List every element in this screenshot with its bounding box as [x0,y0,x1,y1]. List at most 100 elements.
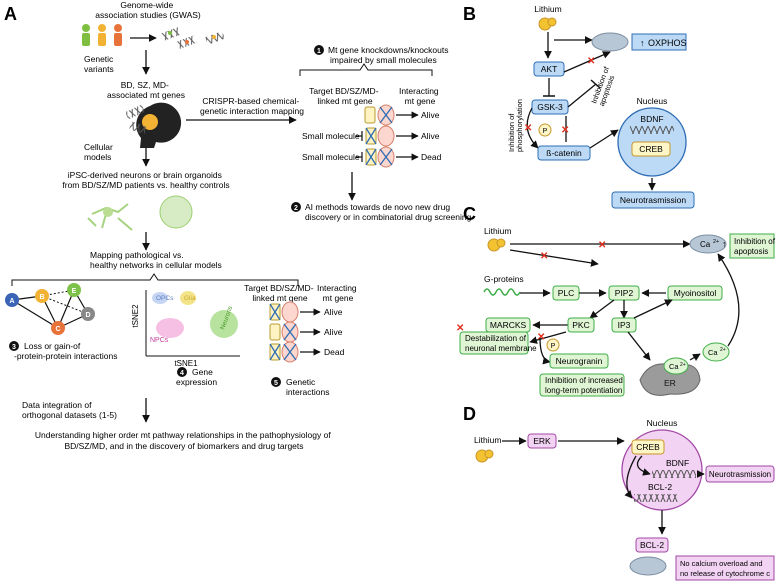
d-bcl2-mito-box [635,537,669,553]
neurogranin-box [549,353,609,369]
outcome-alive: Alive [324,307,343,317]
small-molecule-label: Small molecule [302,131,360,141]
d-bdnf-dna-icon [652,470,696,478]
mt-genes-label: BD, SZ, MD- associated mt genes [107,80,185,100]
ip3-label: IP3 [618,320,631,330]
inhibit-x-mark: ✕ [456,323,464,334]
brain-head-icon [125,102,182,148]
step1-badge [314,45,324,55]
gene-pair-row-1: Alive [364,104,440,126]
genetic-row-3: Dead [269,341,345,363]
gene-pair-row-2: Small molecule Alive [302,125,440,147]
conclusion-label: Understanding higher order mt pathway re… [35,430,333,451]
no-calcium-label: No calcium overload and no release of cy… [680,559,770,578]
step5-number: 5 [274,380,278,387]
neurogranin-label: Neurogranin [556,356,603,366]
d-mitochondria-icon [629,556,667,576]
step1-label: Mt gene knockdowns/knockouts impaired by… [328,45,451,65]
node-d: D [85,312,90,319]
dna-variants-icon [161,27,225,49]
c-inhibition-apoptosis-label: Inhibition of apoptosis [734,237,777,256]
tsne-plot: OPCs Glia Neurons NPCs [145,290,240,357]
cluster-opcs: OPCs [156,295,174,302]
ip3-box [611,317,637,333]
phospho-label: P [543,128,548,135]
b-dna-icon [630,126,674,134]
mapping-brace [11,273,299,286]
b-neurotransmission-label: Neurotrasmission [620,195,686,205]
outcome-alive: Alive [421,131,440,141]
node-b: B [39,294,44,301]
d-bcl2-mito-label: BCL-2 [640,540,664,550]
gsk3-label: GSK-3 [537,102,563,112]
pkc-label: PKC [572,320,589,330]
marcks-label: MARCKS [490,320,527,330]
ppi-network: A B C D E [5,283,95,335]
c-ca-mito-charge: 2+ [713,239,719,245]
inhibit-x-mark: ✕ [561,125,569,136]
target-header-2: Target BD/SZ/MD- linked mt gene [244,283,316,303]
b-inhibition-phosphorylation: Inhibition of phosphorylation [507,99,524,152]
step2-label: AI methods towards de novo new drug disc… [305,202,472,222]
d-lithium-label: Lithium [474,435,501,445]
gene-pair-row-3: Small molecule Dead [302,146,442,168]
phospho-badge [538,123,552,137]
tsne-y-label: tSNE2 [131,304,140,328]
node-e: E [72,288,77,295]
genetic-row-2: Alive [269,321,343,343]
organoid-icon [159,195,193,229]
er-ca-circle [663,357,689,375]
oxphos-up-arrow: ↑ [640,38,645,48]
node-c: C [55,326,60,333]
c-lithium-icon [487,238,506,252]
myoinositol-label: Myoinositol [674,288,717,298]
d-bcl2-dna-icon [634,494,678,502]
er-ca-charge: 2+ [680,362,686,368]
b-nucleus-label: Nucleus [637,96,668,106]
people-icon [82,24,122,46]
target-header-1: Target BD/SZ/MD- linked mt gene [309,86,381,106]
akt-label: AKT [541,64,558,74]
d-neurotransmission-box [705,465,775,483]
destabilization-label: Destabilization of neuronal membrane [465,334,537,353]
g-protein-icon [483,288,521,296]
pkc-box [567,317,595,333]
akt-box [533,61,565,77]
step5-badge [271,377,281,387]
d-neurotransmission-label: Neurotrasmission [709,470,771,479]
inhibition-ltp-label: Inhibition of increased long-term potent… [545,376,625,395]
step4-badge [177,367,187,377]
no-calcium-box [675,555,775,581]
inhibit-x-mark: ✕ [598,240,606,251]
d-bcl2-label: BCL-2 [648,482,672,492]
c-phospho-label: P [551,343,556,350]
genetic-variants-label: Genetic variants [84,54,116,74]
cluster-glia: Glia [184,295,196,302]
oxphos-label: OXPHOS [648,38,687,48]
inhibit-x-mark: ✕ [587,56,595,67]
d-bdnf-label: BDNF [666,458,689,468]
cyto-ca-label: Ca [708,348,718,357]
step2-badge [291,202,301,212]
c-inhibition-apoptosis-box [729,233,775,259]
inhibition-ltp-box [539,373,625,397]
outcome-alive: Alive [324,327,343,337]
erk-label: ERK [533,436,551,446]
step2-number: 2 [294,205,298,212]
d-creb-label: CREB [636,442,660,452]
lithium-icon [538,17,557,31]
oxphos-box [631,33,687,51]
d-lithium-icon [475,449,494,463]
mitochondria-icon [591,32,629,52]
interacting-header-2: Interacting mt gene [317,283,359,303]
c-phospho-badge [546,338,560,352]
er-ca-label: Ca [669,362,679,371]
c-ca-mito-label: Ca [700,240,711,249]
beta-catenin-label: ß-catenin [546,148,582,158]
erk-box [527,433,557,449]
b-bdnf-label: BDNF [640,114,663,124]
outcome-dead: Dead [421,152,442,162]
inhibit-x-mark: ✕ [537,332,545,343]
panel-b-letter: B [463,4,476,24]
